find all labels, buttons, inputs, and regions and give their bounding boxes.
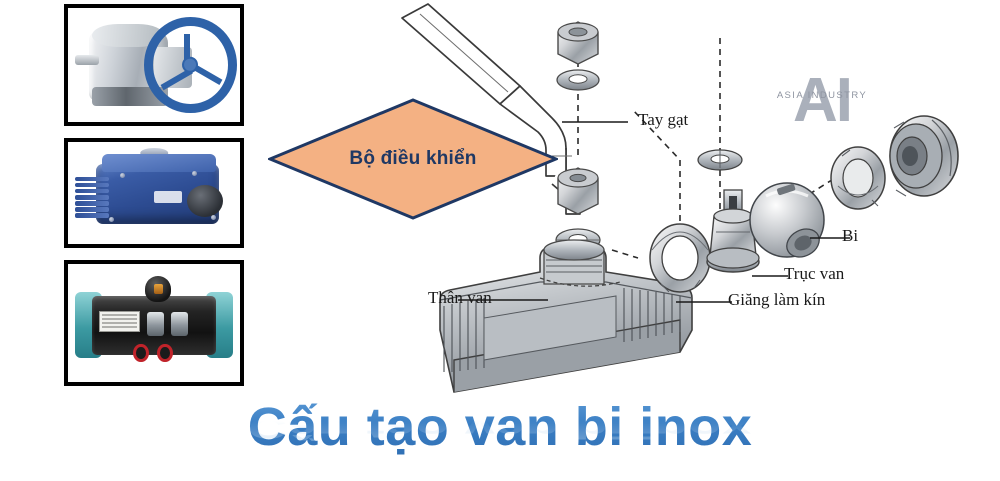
label-tay-gat: Tay gạt [638,110,689,129]
pneumatic-port-fitting-2 [171,312,189,336]
watermark-subtitle: ASIA INDUSTRY [776,89,868,101]
pneumatic-port-fitting-1 [147,312,165,336]
callout-bo-dieu-khien: Bộ điều khiển [268,98,558,220]
electric-actuator-illustration [68,142,240,244]
page-title: Cấu tạo van bi inox [0,396,1000,458]
label-than-van: Thân van [428,288,492,307]
gearbox-flange [92,86,168,107]
title-block: Cấu tạo van bi inox Cấu tạo van bi inox [0,396,1000,481]
label-giang-lam-kin: Giăng làm kín [728,290,826,309]
pneumatic-red-port-b [157,344,173,362]
actuator-cover-plate [186,184,223,218]
gearbox-illustration [68,8,240,122]
exploded-valve-diagram: Tay gạt Bi Trục van Giăng làm kín [380,0,1000,410]
label-truc-van: Trục van [784,264,845,283]
pneumatic-red-port-a [133,344,149,362]
watermark-asia-industry: AI ASIA INDUSTRY [756,58,888,142]
photo-pneumatic-actuator [64,260,244,386]
actuator-mounting-cap [140,148,168,159]
blue-handwheel-icon [143,17,237,113]
pneumatic-spec-label [98,311,141,333]
callout-label: Bộ điều khiển [349,148,477,169]
watermark-ai-logo: AI [793,65,853,135]
pneumatic-actuator-illustration [68,264,240,382]
gearbox-input-shaft [74,54,99,65]
label-bi: Bi [842,226,859,245]
actuator-cooling-fins [74,176,110,218]
photo-electric-actuator [64,138,244,248]
pneumatic-position-indicator [145,275,172,302]
gearbox-top-cover [92,23,165,47]
photo-manual-gearbox-handwheel-actuator [64,4,244,126]
page-title-reflection: Cấu tạo van bi inox [247,411,753,445]
actuator-top-cover [102,154,216,172]
actuator-brand-label [154,190,182,204]
